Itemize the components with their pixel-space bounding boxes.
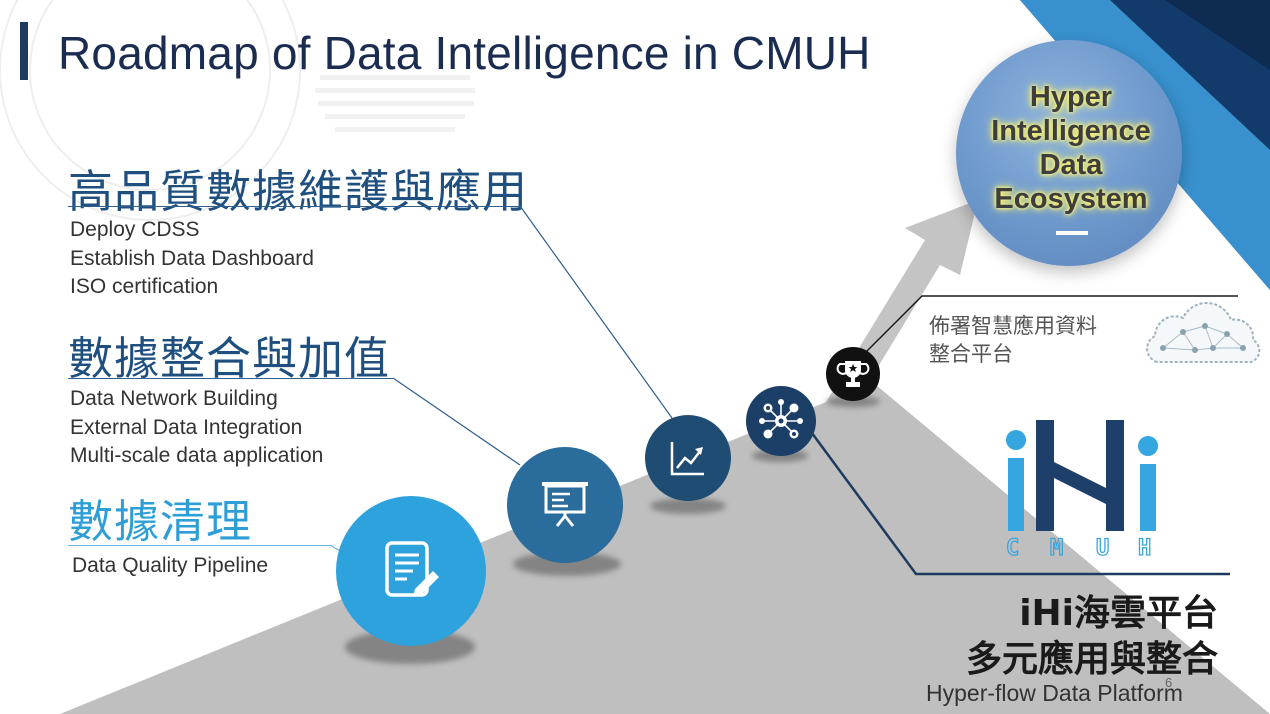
list-item: ISO certification: [70, 275, 219, 298]
svg-text:H: H: [1138, 536, 1151, 561]
road: [60, 380, 1270, 714]
list-item: External Data Integration: [70, 415, 303, 439]
step4-circle: [746, 386, 816, 456]
list-item: Data Quality Pipeline: [72, 554, 269, 577]
list-item: Multi-scale data application: [70, 444, 324, 467]
ihi-title-en: Hyper-flow Data Platform: [926, 680, 1183, 706]
stage3-underline: [68, 206, 520, 207]
presentation-board-icon: [542, 482, 588, 527]
cloud-network-icon: [1146, 301, 1261, 363]
goal-line: Intelligence: [991, 115, 1151, 147]
step3-circle: [645, 415, 731, 501]
stage1-list: Data Quality Pipeline: [72, 552, 268, 581]
list-item: Data Network Building: [70, 387, 278, 410]
step3-shadow: [650, 498, 726, 514]
ihi-title-zh-1: iHi海雲平台: [1019, 593, 1218, 634]
step5-circle: [826, 347, 880, 401]
goal-line: Data: [1039, 149, 1103, 181]
svg-text:M: M: [1050, 536, 1063, 561]
step1-circle: [336, 496, 486, 646]
goal-ecosystem-circle: [956, 40, 1182, 266]
platform-caption: 佈署智慧應用資料 整合平台: [929, 312, 1097, 368]
stage2-list: Data Network Building External Data Inte…: [70, 385, 323, 471]
ai-network-icon: [759, 399, 803, 439]
trophy-icon: [836, 361, 870, 387]
svg-text:U: U: [1096, 536, 1109, 561]
platform-line: 整合平台: [929, 342, 1013, 366]
list-item: Establish Data Dashboard: [70, 246, 314, 270]
goal-line: Hyper: [1029, 81, 1113, 113]
ihi-title-zh-2: 多元應用與整合: [965, 639, 1218, 680]
stage1-underline: [68, 545, 330, 546]
page-number: 6: [1165, 675, 1173, 690]
title-accent-bar: [20, 22, 28, 80]
goal-line: Ecosystem: [994, 183, 1148, 215]
stage3-list: Deploy CDSS Establish Data Dashboard ISO…: [70, 216, 314, 302]
goal-dash: [1056, 231, 1088, 235]
chart-up-icon: [670, 442, 704, 476]
stage2-underline: [68, 378, 393, 379]
stage3-heading: 高品質數據維護與應用: [68, 165, 529, 218]
slide-title: Roadmap of Data Intelligence in CMUH: [58, 27, 871, 79]
document-edit-icon: [385, 541, 439, 597]
step5-shadow: [826, 396, 880, 407]
list-item: Deploy CDSS: [70, 218, 200, 241]
goal-ecosystem-text: Hyper Intelligence Data Ecosystem: [956, 80, 1186, 216]
platform-line: 佈署智慧應用資料: [929, 314, 1097, 338]
stage1-heading: 數據清理: [68, 495, 253, 548]
step2-circle: [507, 447, 623, 563]
stage2-heading: 數據整合與加值: [68, 332, 391, 385]
svg-text:C: C: [1006, 536, 1019, 561]
